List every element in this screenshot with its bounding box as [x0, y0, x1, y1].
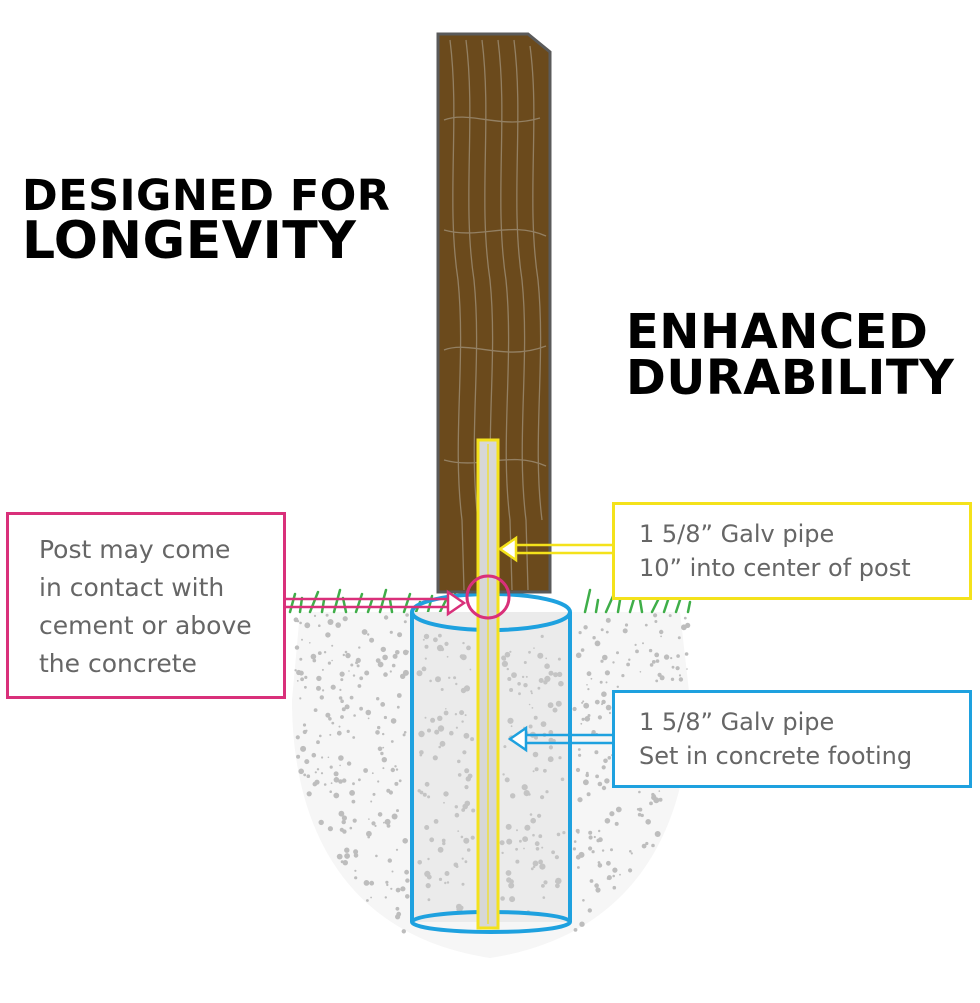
- footing-aggregate: [416, 633, 566, 914]
- arrow-contact: [286, 589, 467, 617]
- callout-contact-line: the concrete: [39, 649, 197, 678]
- callout-contact-line: cement or above: [39, 611, 252, 640]
- heading-left-line1: DESIGNED FOR: [22, 171, 391, 221]
- callout-post-contact: Post may come in contact with cement or …: [6, 512, 286, 699]
- heading-designed-for-longevity: DESIGNED FOR LONGEVITY: [22, 171, 391, 271]
- gravel-dots: [293, 613, 691, 934]
- contact-point-circle: [465, 574, 511, 620]
- callout-contact-line: Post may come: [39, 535, 231, 564]
- heading-right-line1: ENHANCED: [626, 304, 929, 360]
- grass-right: [583, 588, 692, 614]
- callout-contact-line: in contact with: [39, 573, 225, 602]
- callout-pipe-footing-line: Set in concrete footing: [639, 742, 913, 770]
- callout-pipe-post-line: 1 5/8” Galv pipe: [639, 520, 835, 548]
- arrow-pipe-footing: [507, 725, 612, 753]
- heading-enhanced-durability: ENHANCED DURABILITY: [626, 304, 955, 406]
- callout-pipe-post-line: 10” into center of post: [639, 554, 911, 582]
- galv-pipe: [476, 438, 500, 930]
- callout-pipe-into-post: 1 5/8” Galv pipe 10” into center of post: [612, 502, 972, 600]
- heading-right-line2: DURABILITY: [626, 349, 955, 406]
- callout-pipe-in-footing: 1 5/8” Galv pipe Set in concrete footing: [612, 690, 972, 788]
- callout-pipe-footing-line: 1 5/8” Galv pipe: [639, 708, 835, 736]
- heading-left-line2: LONGEVITY: [22, 210, 357, 271]
- arrow-pipe-post: [497, 535, 612, 563]
